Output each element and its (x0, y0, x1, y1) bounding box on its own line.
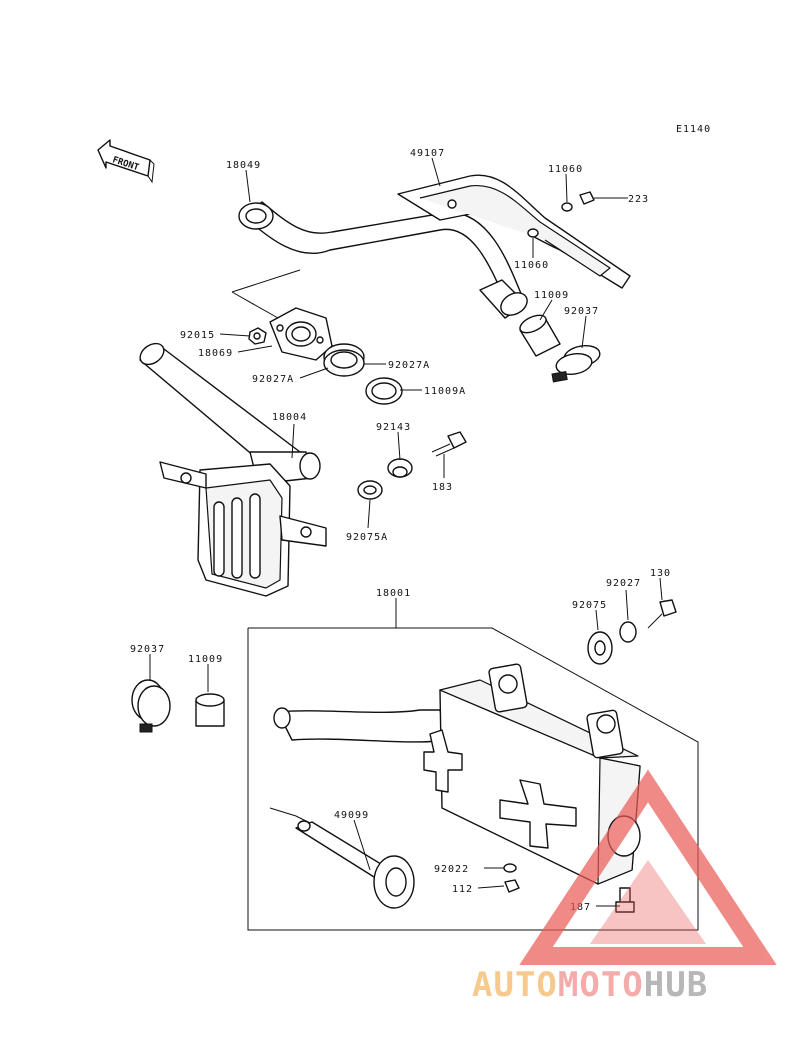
part-labels: 18049 49107 11060 223 11060 11009 92037 … (130, 148, 671, 913)
watermark-part-auto: AUTO (472, 965, 558, 1005)
heat-guard-49107 (397, 174, 631, 289)
label-92015: 92015 (180, 330, 215, 341)
front-arrow-icon: FRONT (97, 139, 155, 184)
label-11009-upper: 11009 (534, 290, 569, 301)
pre-muffler-18004 (139, 342, 327, 597)
collar-92143 (387, 458, 413, 478)
label-183: 183 (432, 482, 453, 493)
muffler-18001 (273, 663, 641, 885)
label-11009A: 11009A (424, 386, 466, 397)
label-92027A-left: 92027A (252, 374, 294, 385)
clamp-92037-lower (131, 679, 171, 733)
label-18004: 18004 (272, 412, 307, 423)
bolt-223 (579, 191, 612, 205)
label-92037-lower: 92037 (130, 644, 165, 655)
bolt-183 (431, 431, 467, 457)
nut-92015 (248, 327, 267, 345)
exhaust-pipe-18049 (231, 201, 528, 319)
gasket-92027A (323, 343, 365, 377)
label-11060-lower: 11060 (514, 260, 549, 271)
spark-arrester-49099 (269, 807, 415, 909)
label-49099: 49099 (334, 810, 369, 821)
washer-11060-upper (561, 202, 573, 212)
label-223: 223 (628, 194, 649, 205)
watermark-text: AUTOMOTOHUB (472, 965, 708, 1005)
bolt-130 (647, 599, 677, 629)
label-92027A-right: 92027A (388, 360, 430, 371)
grommet-92075 (587, 631, 613, 665)
gasket-11009-upper (519, 314, 561, 357)
washer-92022 (503, 863, 517, 873)
flange-18069 (269, 307, 333, 361)
label-112: 112 (452, 884, 473, 895)
washer-92027 (619, 621, 637, 643)
label-92075: 92075 (572, 600, 607, 611)
bolt-187 (615, 887, 635, 913)
label-18049: 18049 (226, 160, 261, 171)
label-11060-upper: 11060 (548, 164, 583, 175)
label-92027: 92027 (606, 578, 641, 589)
clamp-92037-upper (551, 344, 601, 383)
label-187: 187 (570, 902, 591, 913)
label-18001: 18001 (376, 588, 411, 599)
watermark-logo: AUTOMOTOHUB (472, 769, 777, 1005)
leader-lines (149, 157, 663, 907)
label-49107: 49107 (410, 148, 445, 159)
washer-11060-lower (527, 228, 539, 238)
label-130: 130 (650, 568, 671, 579)
watermark-part-hub: HUB (644, 965, 708, 1005)
label-92037-upper: 92037 (564, 306, 599, 317)
label-92143: 92143 (376, 422, 411, 433)
label-11009-lower: 11009 (188, 654, 223, 665)
bolt-112 (504, 879, 520, 893)
label-18069: 18069 (198, 348, 233, 359)
grommet-92075A (357, 480, 383, 500)
label-92075A: 92075A (346, 532, 388, 543)
gasket-11009A (365, 377, 403, 405)
diagram-code: E1140 (676, 124, 711, 135)
gasket-11009-lower (195, 693, 225, 727)
watermark-part-moto: MOTO (558, 965, 644, 1005)
label-92022: 92022 (434, 864, 469, 875)
warning-triangle-icon (519, 769, 777, 965)
muffler-box-frame (247, 627, 699, 931)
